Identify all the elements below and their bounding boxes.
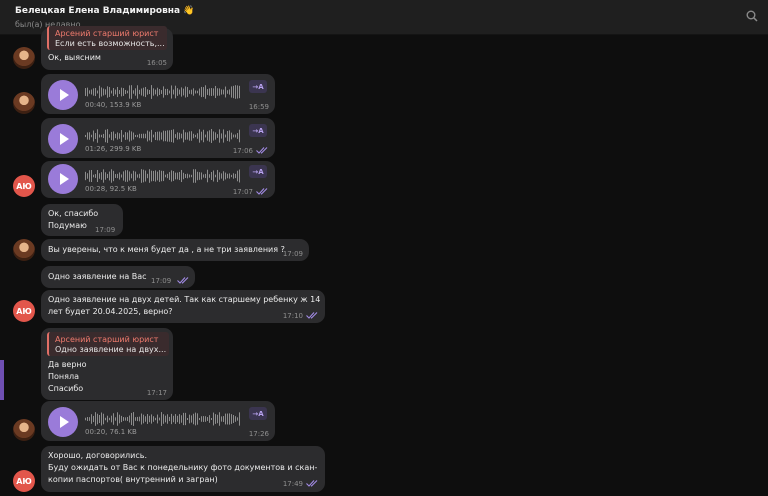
message-time: 17:09 <box>151 277 172 285</box>
voice-duration: 00:28, 92.5 KB <box>85 185 137 193</box>
message-time: 17:09 <box>95 226 116 234</box>
voice-message[interactable]: 00:40, 153.9 KB →A 16:59 <box>41 74 275 114</box>
message-bubble[interactable]: Вы уверены, что к меня будет да , а не т… <box>41 239 309 261</box>
unread-indicator <box>0 360 4 400</box>
message-bubble[interactable]: Одно заявление на Вас 17:09 <box>41 266 195 288</box>
play-button[interactable] <box>48 80 78 110</box>
transcribe-button[interactable]: →A <box>249 124 267 137</box>
message-text: Одно заявление на двух детей. Так как ст… <box>48 295 321 316</box>
reply-quote[interactable]: Арсений старший юрист Если есть возможно… <box>47 26 167 50</box>
read-ticks-icon <box>306 480 318 487</box>
message-time: 17:06 <box>232 147 253 155</box>
message-bubble[interactable]: Хорошо, договорились. Буду ожидать от Ва… <box>41 446 325 492</box>
read-ticks-icon <box>256 188 268 195</box>
user-avatar[interactable]: АЮ <box>13 175 35 197</box>
message-text: Ок, спасибо Подумаю <box>48 209 99 230</box>
play-button[interactable] <box>48 124 78 154</box>
waveform[interactable] <box>85 85 241 99</box>
contact-avatar[interactable] <box>13 419 35 441</box>
search-icon[interactable] <box>746 10 758 22</box>
message-time: 17:07 <box>232 188 253 196</box>
voice-message[interactable]: 00:28, 92.5 KB →A 17:07 <box>41 161 275 198</box>
message-time: 17:49 <box>282 480 303 488</box>
waveform[interactable] <box>85 129 241 143</box>
read-ticks-icon <box>177 277 189 284</box>
message-text: Да верно Поняла Спасибо <box>48 360 87 393</box>
message-time: 16:59 <box>248 103 269 111</box>
voice-message[interactable]: 01:26, 299.9 KB →A 17:06 <box>41 118 275 158</box>
user-avatar[interactable]: АЮ <box>13 300 35 322</box>
message-bubble[interactable]: Арсений старший юрист Одно заявление на … <box>41 328 173 400</box>
waveform[interactable] <box>85 169 241 183</box>
user-avatar[interactable]: АЮ <box>13 470 35 492</box>
voice-message[interactable]: 00:20, 76.1 KB →A 17:26 <box>41 401 275 441</box>
play-button[interactable] <box>48 164 78 194</box>
message-bubble[interactable]: Ок, спасибо Подумаю 17:09 <box>41 204 123 236</box>
chat-status: был(а) недавно <box>15 20 81 29</box>
contact-avatar[interactable] <box>13 92 35 114</box>
message-time: 17:17 <box>146 389 167 397</box>
reply-quote[interactable]: Арсений старший юрист Одно заявление на … <box>47 332 169 356</box>
contact-avatar[interactable] <box>13 47 35 69</box>
reply-author: Арсений старший юрист <box>55 335 159 344</box>
contact-avatar[interactable] <box>13 239 35 261</box>
message-time: 17:09 <box>282 250 303 258</box>
voice-duration: 01:26, 299.9 KB <box>85 145 142 153</box>
message-text: Хорошо, договорились. Буду ожидать от Ва… <box>48 451 318 484</box>
message-text: Вы уверены, что к меня будет да , а не т… <box>48 245 285 254</box>
message-time: 17:10 <box>282 312 303 320</box>
reply-text: Одно заявление на двух... <box>55 345 167 354</box>
message-time: 17:26 <box>248 430 269 438</box>
play-button[interactable] <box>48 407 78 437</box>
read-ticks-icon <box>256 147 268 154</box>
reply-author: Арсений старший юрист <box>55 29 159 38</box>
message-text: Ок, выясним <box>48 53 101 62</box>
reply-text: Если есть возможность,... <box>55 39 165 48</box>
voice-duration: 00:40, 153.9 KB <box>85 101 142 109</box>
transcribe-button[interactable]: →A <box>249 407 267 420</box>
chat-title[interactable]: Белецкая Елена Владимировна 👋 <box>15 6 195 16</box>
waveform[interactable] <box>85 412 241 426</box>
message-text: Одно заявление на Вас <box>48 272 147 281</box>
message-bubble[interactable]: Арсений старший юрист Если есть возможно… <box>41 26 173 70</box>
message-time: 16:05 <box>146 59 167 67</box>
transcribe-button[interactable]: →A <box>249 165 267 178</box>
message-bubble[interactable]: Одно заявление на двух детей. Так как ст… <box>41 290 325 323</box>
voice-duration: 00:20, 76.1 KB <box>85 428 137 436</box>
transcribe-button[interactable]: →A <box>249 80 267 93</box>
read-ticks-icon <box>306 312 318 319</box>
